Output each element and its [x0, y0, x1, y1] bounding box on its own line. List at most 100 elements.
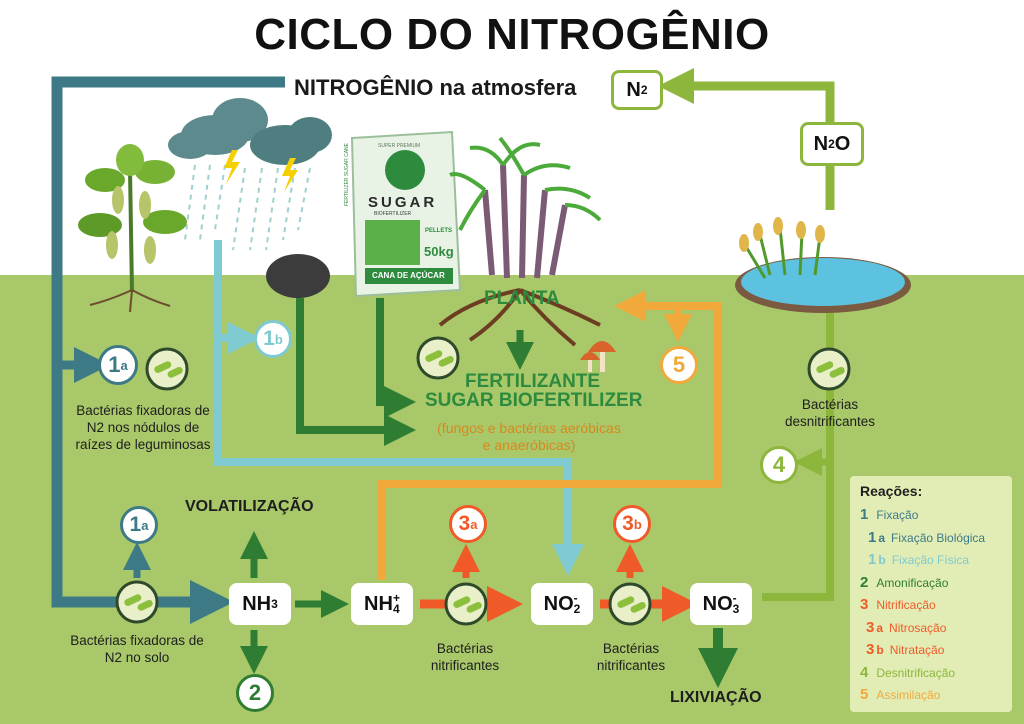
step-3a-num: 3 [458, 512, 471, 535]
green-rock-arrow [296, 298, 416, 446]
mushrooms [580, 341, 616, 372]
no3-sub: 3 [732, 602, 740, 616]
fertilizer-bag [350, 130, 462, 298]
page-title: CICLO DO NITROGÊNIO [254, 10, 770, 59]
no3-base: NO [702, 592, 733, 615]
bacteria-icon-nitratation [608, 582, 652, 626]
step-2-num: 2 [248, 680, 262, 705]
legend-item-label: Assimilação [876, 688, 941, 702]
rain-clouds [168, 98, 332, 251]
legend-item-label: Desnitrificação [876, 665, 956, 680]
label-nitrificantes-a: Bactérias nitrificantes [430, 641, 500, 673]
step-1a-upper-sub: a [120, 357, 128, 373]
n2o-sub: 2 [828, 137, 835, 151]
legend-item-label: Nitrificação [876, 598, 936, 612]
pond [735, 217, 911, 313]
legume-plant [78, 144, 187, 313]
bag-side-text: FERTILIZER SUGAR CANE [344, 143, 350, 206]
light-teal-arrow [214, 240, 584, 576]
label-fertilizante: FERTILIZANTE [465, 371, 601, 392]
no3-box: NO-3 [690, 583, 752, 625]
no2-base: NO [543, 592, 574, 615]
label-fixadoras-solo: Bactérias fixadoras de N2 no solo [70, 633, 204, 665]
n2o-base: N [813, 132, 829, 155]
bag-pellets: PELLETS [425, 228, 453, 234]
label-nitrificantes-b: Bactérias nitrificantes [596, 641, 666, 673]
n2o-rest: O [834, 132, 851, 155]
legend-item-number: 3 [866, 618, 875, 636]
legend-title: Reações: [860, 483, 923, 499]
label-volatilizacao: VOLATILIZAÇÃO [185, 498, 314, 515]
bacteria-icon-top-left [145, 347, 189, 391]
legend-item-number: 4 [860, 663, 869, 681]
step-1b-num: 1 [263, 327, 275, 350]
n2-base: N [626, 78, 641, 101]
no2-box: NO-2 [531, 583, 593, 625]
label-lixiviacao: LIXIVIAÇÃO [670, 689, 762, 706]
bacteria-icon-plant [416, 336, 460, 380]
no3-sup: - [732, 591, 737, 605]
legend-item-number: 1 [868, 528, 877, 546]
legend-item: 3 Nitrificação [860, 596, 936, 613]
legend-item: 2 Amonificação [860, 574, 948, 591]
legend-item-number: 3 [866, 641, 875, 658]
step-3a-sub: a [470, 516, 478, 532]
n2-sub: 2 [640, 83, 648, 97]
nh4-base: NH [364, 592, 393, 615]
legend-item: 4 Desnitrificação [860, 664, 955, 681]
orange-assimilation-arrow [378, 290, 722, 580]
legend-item-sub: b [878, 553, 886, 567]
legend-item-number: 3 [860, 596, 869, 613]
legend-item: 5 Assimilação [860, 686, 940, 703]
legend-item-number: 1 [868, 551, 877, 568]
bacteria-icon-soil [115, 580, 159, 624]
step-4: 4 [760, 446, 798, 484]
no2-sub: 2 [573, 602, 581, 616]
step-1a-lower-sub: a [141, 517, 149, 533]
label-fixadoras-leguminosas: Bactérias fixadoras de N2 nos nódulos de… [75, 403, 211, 452]
nh4-sub: 4 [392, 602, 400, 616]
bag-brand: SUGAR [368, 194, 438, 211]
legend-item-sub: b [876, 643, 884, 657]
bacteria-icon-nitrosation [444, 582, 488, 626]
legend-item-number: 2 [860, 573, 869, 591]
bag-weight: 50kg [424, 244, 454, 259]
legend-item-sub: a [878, 530, 886, 545]
step-1b-sub: b [274, 331, 283, 347]
legend-item-number: 1 [860, 506, 869, 523]
atmosphere-label: NITROGÊNIO na atmosfera [294, 75, 577, 100]
bag-bottom: CANA DE AÇÚCAR [372, 271, 445, 280]
legend-item-label: Fixação Biológica [891, 530, 986, 545]
legend-item-number: 5 [860, 686, 869, 703]
bacteria-icon-denitrification [807, 347, 851, 391]
legend-item-label: Nitratação [889, 643, 945, 657]
step-2: 2 [236, 674, 274, 712]
step-3b-num: 3 [622, 512, 634, 535]
legend-item-label: Fixação Física [891, 553, 970, 567]
lime-denitrification-arrow [762, 292, 834, 601]
step-5-num: 5 [672, 352, 686, 377]
step-1a-upper-num: 1 [108, 352, 121, 377]
nh4-box: NH+4 [351, 583, 413, 625]
step-4-num: 4 [772, 452, 786, 477]
label-desnitrificantes: Bactérias desnitrificantes [784, 397, 876, 429]
sugarcane-plant [438, 136, 602, 347]
label-fungos-bacterias: (fungos e bactérias aeróbicas e anaeróbi… [437, 420, 621, 453]
nh4-sup: + [392, 591, 400, 605]
legend-item-label: Amonificação [876, 575, 949, 590]
label-sugar-biofertilizer: SUGAR BIOFERTILIZER [425, 390, 643, 411]
green-bag-arrow [376, 298, 416, 418]
label-planta: PLANTA [484, 288, 560, 309]
